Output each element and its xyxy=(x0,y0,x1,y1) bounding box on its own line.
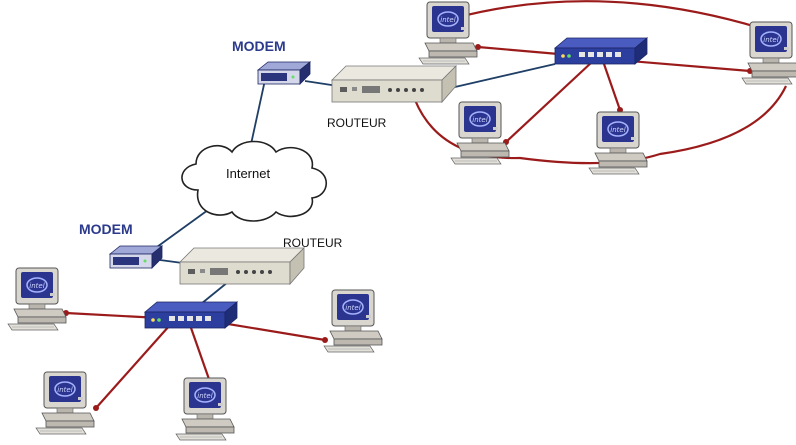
modem-bottom-label: MODEM xyxy=(79,221,133,237)
router-bottom-icon xyxy=(179,247,305,285)
switch-bottom-icon xyxy=(144,301,238,329)
lan-link-top-pc1-pc3 xyxy=(454,0,761,30)
router-top-icon xyxy=(331,65,457,103)
lan-link-bottom-switch-pc2 xyxy=(221,321,326,342)
pc-bottom-3-icon xyxy=(35,371,95,435)
modem-top-icon xyxy=(257,61,311,85)
modem-bottom-icon xyxy=(109,245,163,269)
pc-top-1-icon xyxy=(418,1,478,65)
pc-top-4-icon xyxy=(588,111,648,175)
lan-link-bottom-switch-pc3 xyxy=(95,324,171,409)
router-top-label: ROUTEUR xyxy=(327,116,387,130)
switch-top-icon xyxy=(554,37,648,65)
lan-link-bottom-switch-pc1 xyxy=(65,311,161,320)
wan-link-internet-modem-bottom xyxy=(149,209,209,253)
internet-cloud-icon xyxy=(181,140,328,222)
internet-label: Internet xyxy=(226,166,271,181)
lan-link-top-switch-pc4 xyxy=(602,63,622,111)
pc-bottom-2-icon xyxy=(323,289,383,353)
modem-top-label: MODEM xyxy=(232,38,286,54)
lan-link-top-switch-pc3 xyxy=(629,59,751,73)
lan-link-bottom-switch-pc4 xyxy=(188,324,212,383)
pc-top-3-icon xyxy=(741,21,796,85)
pc-top-2-icon xyxy=(450,101,510,165)
pc-bottom-4-icon xyxy=(175,377,235,441)
router-bottom-label: ROUTEUR xyxy=(283,236,343,250)
pc-bottom-1-icon xyxy=(7,267,67,331)
lan-link-top-switch-pc2 xyxy=(505,61,593,143)
wan-link-router-top-switch-top xyxy=(454,63,556,88)
